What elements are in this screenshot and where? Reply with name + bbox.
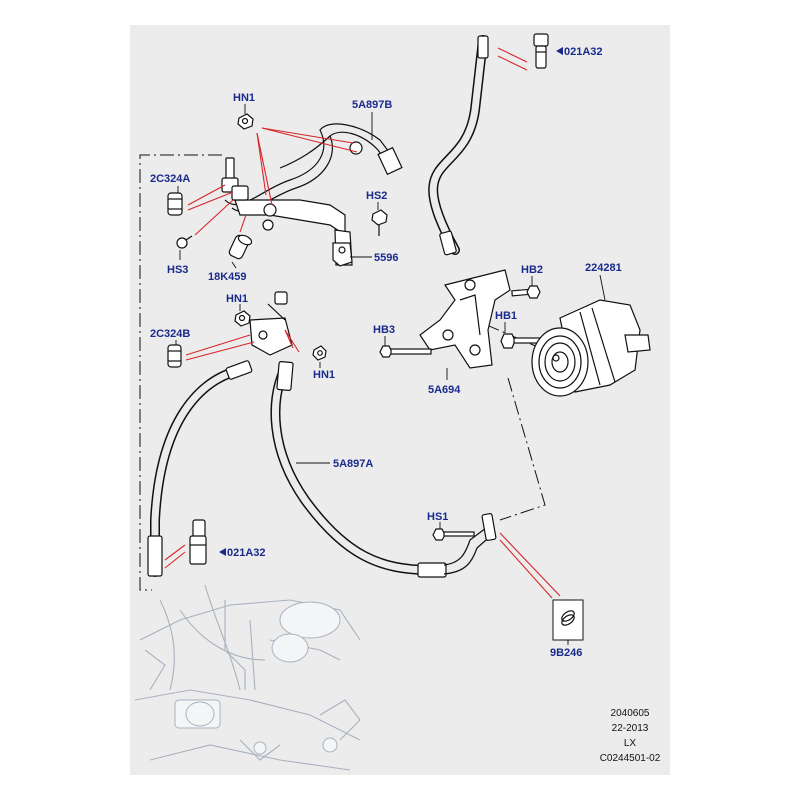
nut-hn1-low: [312, 345, 327, 361]
sensor-18k459: [228, 234, 253, 260]
clip-2c324b: [167, 344, 182, 368]
diagram-panel: [130, 25, 670, 775]
callout-hs3: HS3: [167, 264, 188, 276]
leader-lines: [164, 47, 561, 599]
callout-2c324a: 2C324A: [150, 173, 190, 185]
callout-hs2: HS2: [366, 190, 387, 202]
reference-illustration-id: C0244501-02: [600, 753, 661, 764]
callout-5a897a: 5A897A: [333, 458, 373, 470]
bracket-5a694: [419, 269, 511, 369]
bolt-hb3: [379, 345, 432, 358]
reference-block: 2040605 22-2013 LX C0244501-02: [600, 708, 661, 764]
clip-2c324a: [167, 192, 183, 216]
callout-arrows: [219, 47, 563, 556]
location-ghost-view: [134, 584, 361, 771]
callout-hn1-mid: HN1: [226, 293, 248, 305]
leader-lines-black: [175, 104, 606, 645]
joint-block-lower: [249, 291, 293, 356]
callout-hb3: HB3: [373, 324, 395, 336]
bracket-5596: [332, 242, 353, 267]
reference-date: 22-2013: [612, 723, 649, 734]
callout-labels: HN1 5A897B 021A32 2C324A HS2 HS3 18K459 …: [150, 46, 622, 659]
bolt-hb2: [511, 285, 541, 299]
screw-hs3: [176, 235, 193, 249]
callout-021a32-top: 021A32: [564, 46, 603, 58]
callout-2c324b: 2C324B: [150, 328, 190, 340]
nut-hn1-top: [237, 113, 254, 130]
callout-hs1: HS1: [427, 511, 448, 523]
callout-5a897b: 5A897B: [352, 99, 392, 111]
callout-hb1: HB1: [495, 310, 517, 322]
reference-code: 2040605: [611, 708, 650, 719]
callout-hb2: HB2: [521, 264, 543, 276]
callout-9b246: 9B246: [550, 647, 582, 659]
screw-hs2: [371, 209, 388, 236]
callout-hn1-top: HN1: [233, 92, 255, 104]
callout-021a32-bottom: 021A32: [227, 547, 266, 559]
hose-5a897b: [224, 35, 489, 256]
hose-5a897a: [147, 360, 497, 578]
fitting-021a32-bottom: [189, 519, 207, 565]
screw-hs1: [432, 528, 475, 541]
pump-224281: [531, 299, 651, 397]
callout-hn1-low: HN1: [313, 369, 335, 381]
seal-9b246: [552, 599, 584, 641]
callout-5a694: 5A694: [428, 384, 461, 396]
callout-5596: 5596: [374, 252, 398, 264]
nut-hn1-mid: [234, 310, 251, 327]
reference-model: LX: [624, 738, 637, 749]
bolt-hb1: [500, 333, 545, 349]
callout-224281: 224281: [585, 262, 622, 274]
callout-18k459: 18K459: [208, 271, 247, 283]
fitting-021a32-top: [533, 33, 549, 69]
